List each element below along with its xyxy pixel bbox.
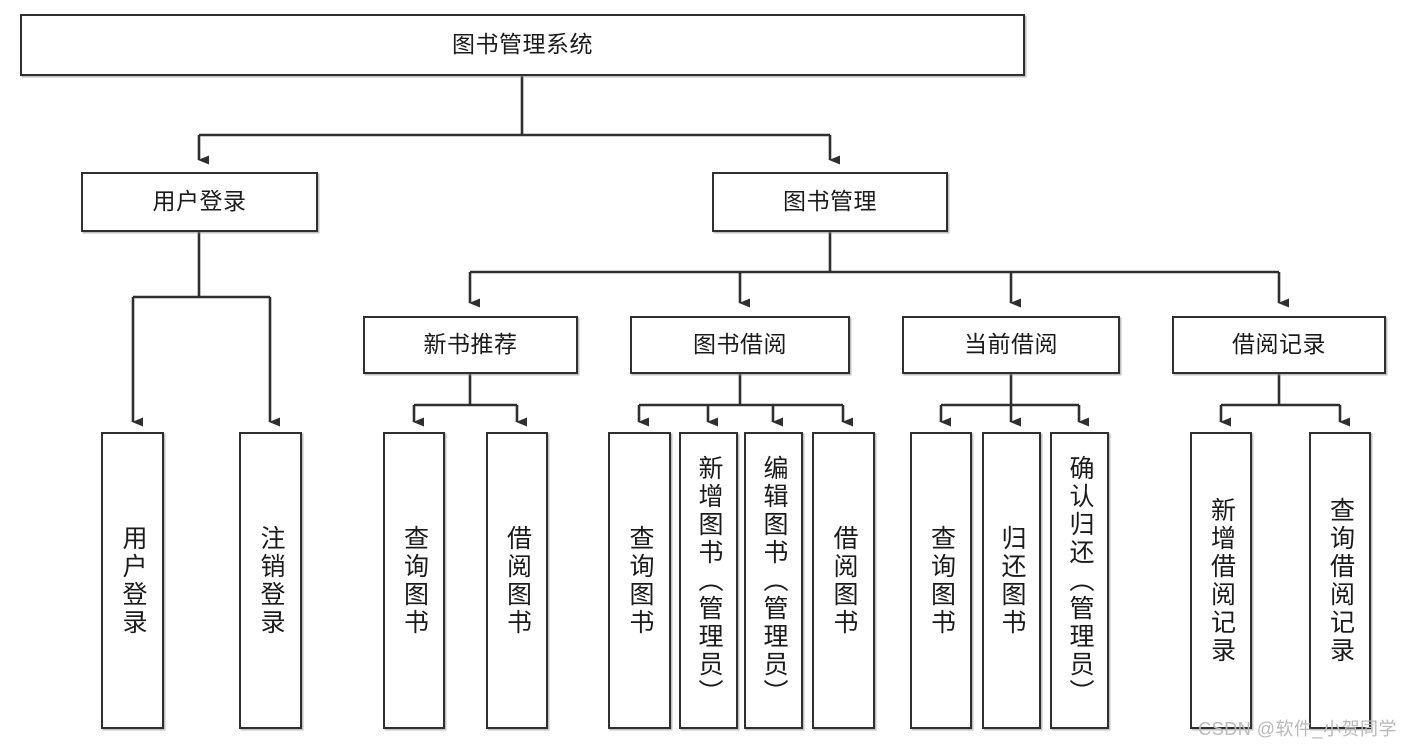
node-book-manage[interactable]: 图书管理	[712, 172, 948, 232]
node-borrow-record[interactable]: 借阅记录	[1172, 316, 1386, 374]
node-new-book-rec[interactable]: 新书推荐	[363, 316, 578, 374]
node-leaf-return-book-label: 归还图书	[998, 524, 1026, 637]
node-leaf-add-book-label: 新增图书（管理员）	[695, 454, 723, 707]
node-leaf-query-book-1[interactable]: 查询图书	[383, 432, 445, 729]
node-root[interactable]: 图书管理系统	[20, 14, 1025, 76]
node-leaf-user-login[interactable]: 用户登录	[101, 432, 164, 729]
node-leaf-add-book[interactable]: 新增图书（管理员）	[679, 432, 738, 729]
node-borrow-record-label: 借阅记录	[1232, 331, 1326, 358]
node-leaf-user-login-label: 用户登录	[119, 524, 147, 637]
node-leaf-query-book-2[interactable]: 查询图书	[608, 432, 671, 729]
node-leaf-query-book-3-label: 查询图书	[927, 524, 956, 637]
node-user-login[interactable]: 用户登录	[81, 172, 318, 232]
node-leaf-borrow-book-1-label: 借阅图书	[503, 524, 532, 637]
node-leaf-query-record-label: 查询借阅记录	[1326, 496, 1355, 665]
node-leaf-borrow-book-2-label: 借阅图书	[830, 524, 858, 637]
node-leaf-query-book-3[interactable]: 查询图书	[910, 432, 972, 729]
node-leaf-borrow-book-2[interactable]: 借阅图书	[812, 432, 875, 729]
node-new-book-rec-label: 新书推荐	[423, 331, 518, 358]
node-leaf-confirm-return[interactable]: 确认归还（管理员）	[1050, 432, 1109, 729]
node-leaf-logout-label: 注销登录	[257, 524, 285, 637]
node-leaf-edit-book[interactable]: 编辑图书（管理员）	[744, 432, 803, 729]
node-leaf-add-record[interactable]: 新增借阅记录	[1190, 432, 1252, 729]
edge-group-current-borrow	[939, 374, 1089, 427]
node-root-label: 图书管理系统	[452, 31, 593, 58]
node-leaf-return-book[interactable]: 归还图书	[982, 432, 1041, 729]
node-leaf-confirm-return-label: 确认归还（管理员）	[1066, 454, 1094, 707]
node-book-borrow[interactable]: 图书借阅	[630, 316, 850, 374]
node-current-borrow-label: 当前借阅	[964, 331, 1058, 358]
node-leaf-query-book-2-label: 查询图书	[626, 524, 654, 637]
node-leaf-add-record-label: 新增借阅记录	[1207, 496, 1236, 665]
edge-group-book-manage	[468, 232, 1289, 308]
node-leaf-borrow-book-1[interactable]: 借阅图书	[486, 432, 548, 729]
node-book-borrow-label: 图书借阅	[693, 331, 787, 358]
node-leaf-logout[interactable]: 注销登录	[239, 432, 302, 729]
node-current-borrow[interactable]: 当前借阅	[902, 316, 1120, 374]
edge-group-book-borrow	[637, 374, 853, 427]
edge-group-new-book-rec	[412, 374, 527, 427]
node-leaf-query-book-1-label: 查询图书	[400, 524, 429, 637]
watermark: CSDN @软件_小贺同学	[1198, 719, 1397, 739]
node-user-login-label: 用户登录	[152, 188, 247, 215]
edge-group-user-login	[131, 232, 280, 427]
node-book-manage-label: 图书管理	[783, 188, 877, 215]
node-leaf-query-record[interactable]: 查询借阅记录	[1309, 432, 1371, 729]
edge-group-root	[197, 76, 840, 165]
node-leaf-edit-book-label: 编辑图书（管理员）	[760, 454, 788, 707]
edge-group-borrow-record	[1219, 374, 1350, 427]
